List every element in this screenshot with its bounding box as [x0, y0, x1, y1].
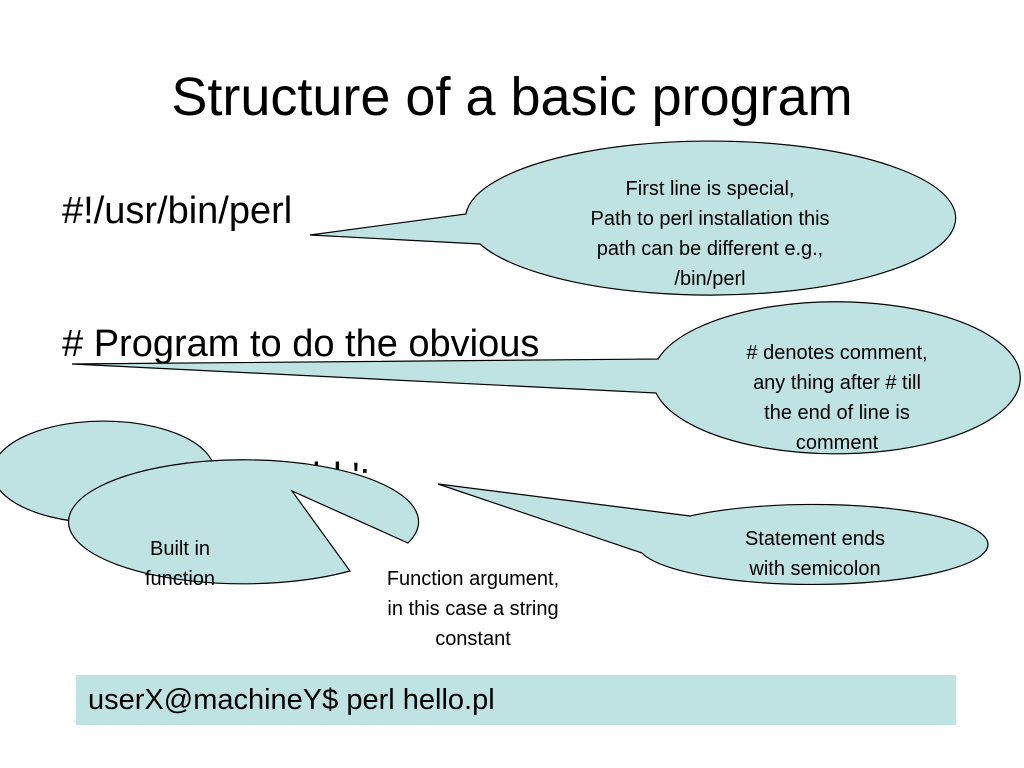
callout-shebang-bubble	[309, 140, 957, 296]
callout-argument-bubble	[68, 459, 420, 585]
callout-comment-text: # denotes comment, any thing after # til…	[746, 342, 928, 454]
code-line-shebang: #!/usr/bin/perl	[62, 190, 293, 232]
callout-semicolon-bubble	[437, 483, 989, 586]
slide-title: Structure of a basic program	[171, 67, 853, 127]
callout-semicolon-text: Statement ends with semicolon	[744, 528, 886, 580]
callout-comment-bubble	[71, 301, 1021, 455]
callout-argument-text: Function argument, in this case a string…	[386, 568, 560, 650]
terminal-command-box: userX@machineY$ perl hello.pl	[76, 675, 956, 725]
callout-shebang-text: First line is special, Path to perl inst…	[590, 178, 830, 290]
terminal-command-text: userX@machineY$ perl hello.pl	[88, 683, 495, 716]
code-line-comment: # Program to do the obvious	[62, 323, 540, 365]
callout-builtin-text: Built in function	[144, 538, 216, 590]
